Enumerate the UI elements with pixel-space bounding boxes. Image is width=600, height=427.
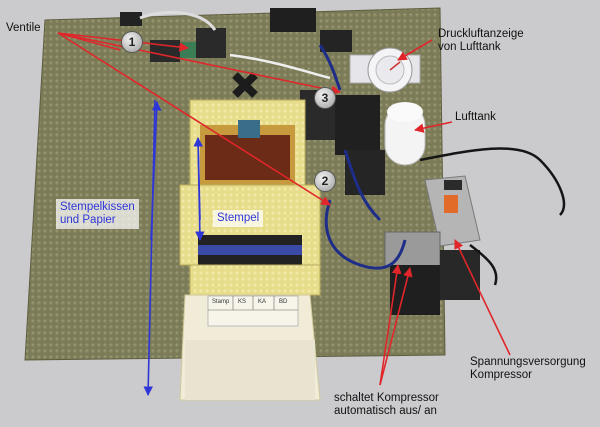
label-lufttank: Lufttank: [455, 111, 496, 123]
label-schaltet-line1: schaltet Kompressor: [334, 392, 439, 404]
marker-1: 1: [121, 31, 143, 53]
label-stempel: Stempel: [213, 210, 264, 227]
label-druckluftanzeige-line1: Druckluftanzeige: [438, 28, 524, 40]
label-stempelkissen: Stempelkissen und Papier: [56, 199, 139, 229]
label-schaltet-line2: automatisch aus/ an: [334, 405, 437, 417]
label-spannungsversorgung-line1: Spannungsversorgung: [470, 356, 586, 368]
label-druckluftanzeige: Druckluftanzeige von Lufttank: [438, 28, 524, 54]
label-druckluftanzeige-line2: von Lufttank: [438, 41, 501, 53]
marker-3: 3: [314, 87, 336, 109]
paper-table-cell-2: KS: [238, 299, 247, 305]
label-stempelkissen-line2: und Papier: [60, 214, 116, 226]
label-schaltet: schaltet Kompressor automatisch aus/ an: [334, 392, 439, 418]
label-ventile: Ventile: [6, 22, 41, 34]
paper-table-cell-4: BD: [279, 299, 288, 305]
paper-table-cell-3: KA: [258, 299, 267, 305]
label-stempelkissen-line1: Stempelkissen: [60, 201, 135, 213]
paper-table-cell-1: Stamp: [212, 299, 230, 305]
marker-2: 2: [314, 170, 336, 192]
label-spannungsversorgung: Spannungsversorgung Kompressor: [470, 356, 586, 382]
label-spannungsversorgung-line2: Kompressor: [470, 369, 532, 381]
